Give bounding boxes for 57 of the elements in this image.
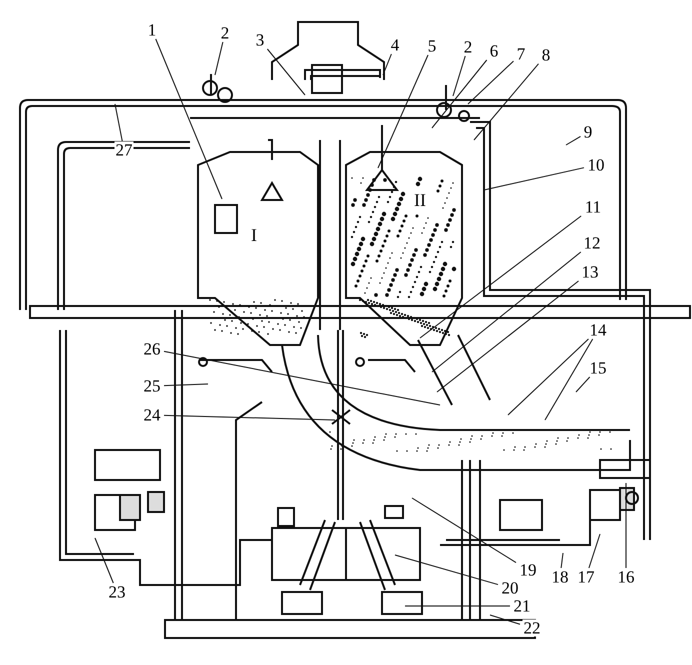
leader-line — [560, 552, 564, 568]
callout-number: 18 — [550, 568, 570, 586]
leader-line — [508, 338, 589, 416]
leader-line — [484, 167, 584, 190]
callout-number: 21 — [512, 598, 532, 614]
leader-line — [436, 280, 580, 392]
leader-line — [266, 48, 306, 96]
callout-number: 17 — [576, 568, 596, 586]
leader-line — [490, 614, 520, 625]
leader-line — [432, 60, 488, 128]
callout-number: 11 — [584, 198, 602, 216]
callout-number: 25 — [142, 378, 162, 394]
leader-line — [214, 42, 224, 76]
callout-number: 13 — [580, 264, 600, 280]
leader-line — [452, 56, 466, 96]
leader-line — [588, 534, 600, 568]
callout-number: 8 — [540, 46, 552, 64]
callout-number: 23 — [108, 584, 126, 600]
leader-line — [164, 350, 440, 406]
callout-number: 5 — [426, 38, 438, 54]
leader-line — [114, 104, 123, 142]
leader-line — [544, 338, 594, 420]
callout-number: 20 — [500, 580, 520, 596]
leader-line — [412, 498, 516, 564]
callout-number: 16 — [616, 568, 636, 586]
leader-line — [164, 414, 336, 420]
chamber-label: I — [251, 226, 257, 244]
callout-number: 12 — [582, 234, 602, 252]
callout-number: 3 — [254, 32, 266, 48]
callout-number: 6 — [488, 42, 500, 60]
leader-line — [468, 60, 514, 104]
callout-number: 9 — [582, 124, 594, 140]
callout-number: 27 — [114, 142, 134, 158]
leader-line — [474, 63, 539, 140]
callout-number: 2 — [220, 24, 230, 42]
callout-number: 24 — [142, 406, 162, 424]
leader-line — [382, 54, 392, 76]
callout-number: 1 — [146, 22, 158, 38]
callout-number: 19 — [518, 562, 538, 578]
callout-number: 7 — [516, 46, 526, 62]
callout-number: 10 — [586, 156, 606, 174]
callout-number: 14 — [588, 322, 608, 338]
callout-number: 26 — [142, 340, 162, 358]
leader-line — [378, 54, 429, 168]
leader-line — [566, 136, 581, 146]
leader-line — [432, 252, 582, 372]
leader-line — [420, 216, 582, 338]
callout-number: 15 — [588, 360, 608, 376]
leader-line — [94, 538, 114, 584]
leader-line — [164, 384, 208, 386]
callout-number: 4 — [390, 36, 400, 54]
callout-number: 2 — [462, 38, 474, 56]
leader-line — [155, 38, 222, 200]
leader-line — [576, 376, 590, 392]
callout-number: 22 — [522, 620, 542, 636]
leader-line — [394, 554, 498, 586]
chamber-label: II — [414, 191, 426, 209]
